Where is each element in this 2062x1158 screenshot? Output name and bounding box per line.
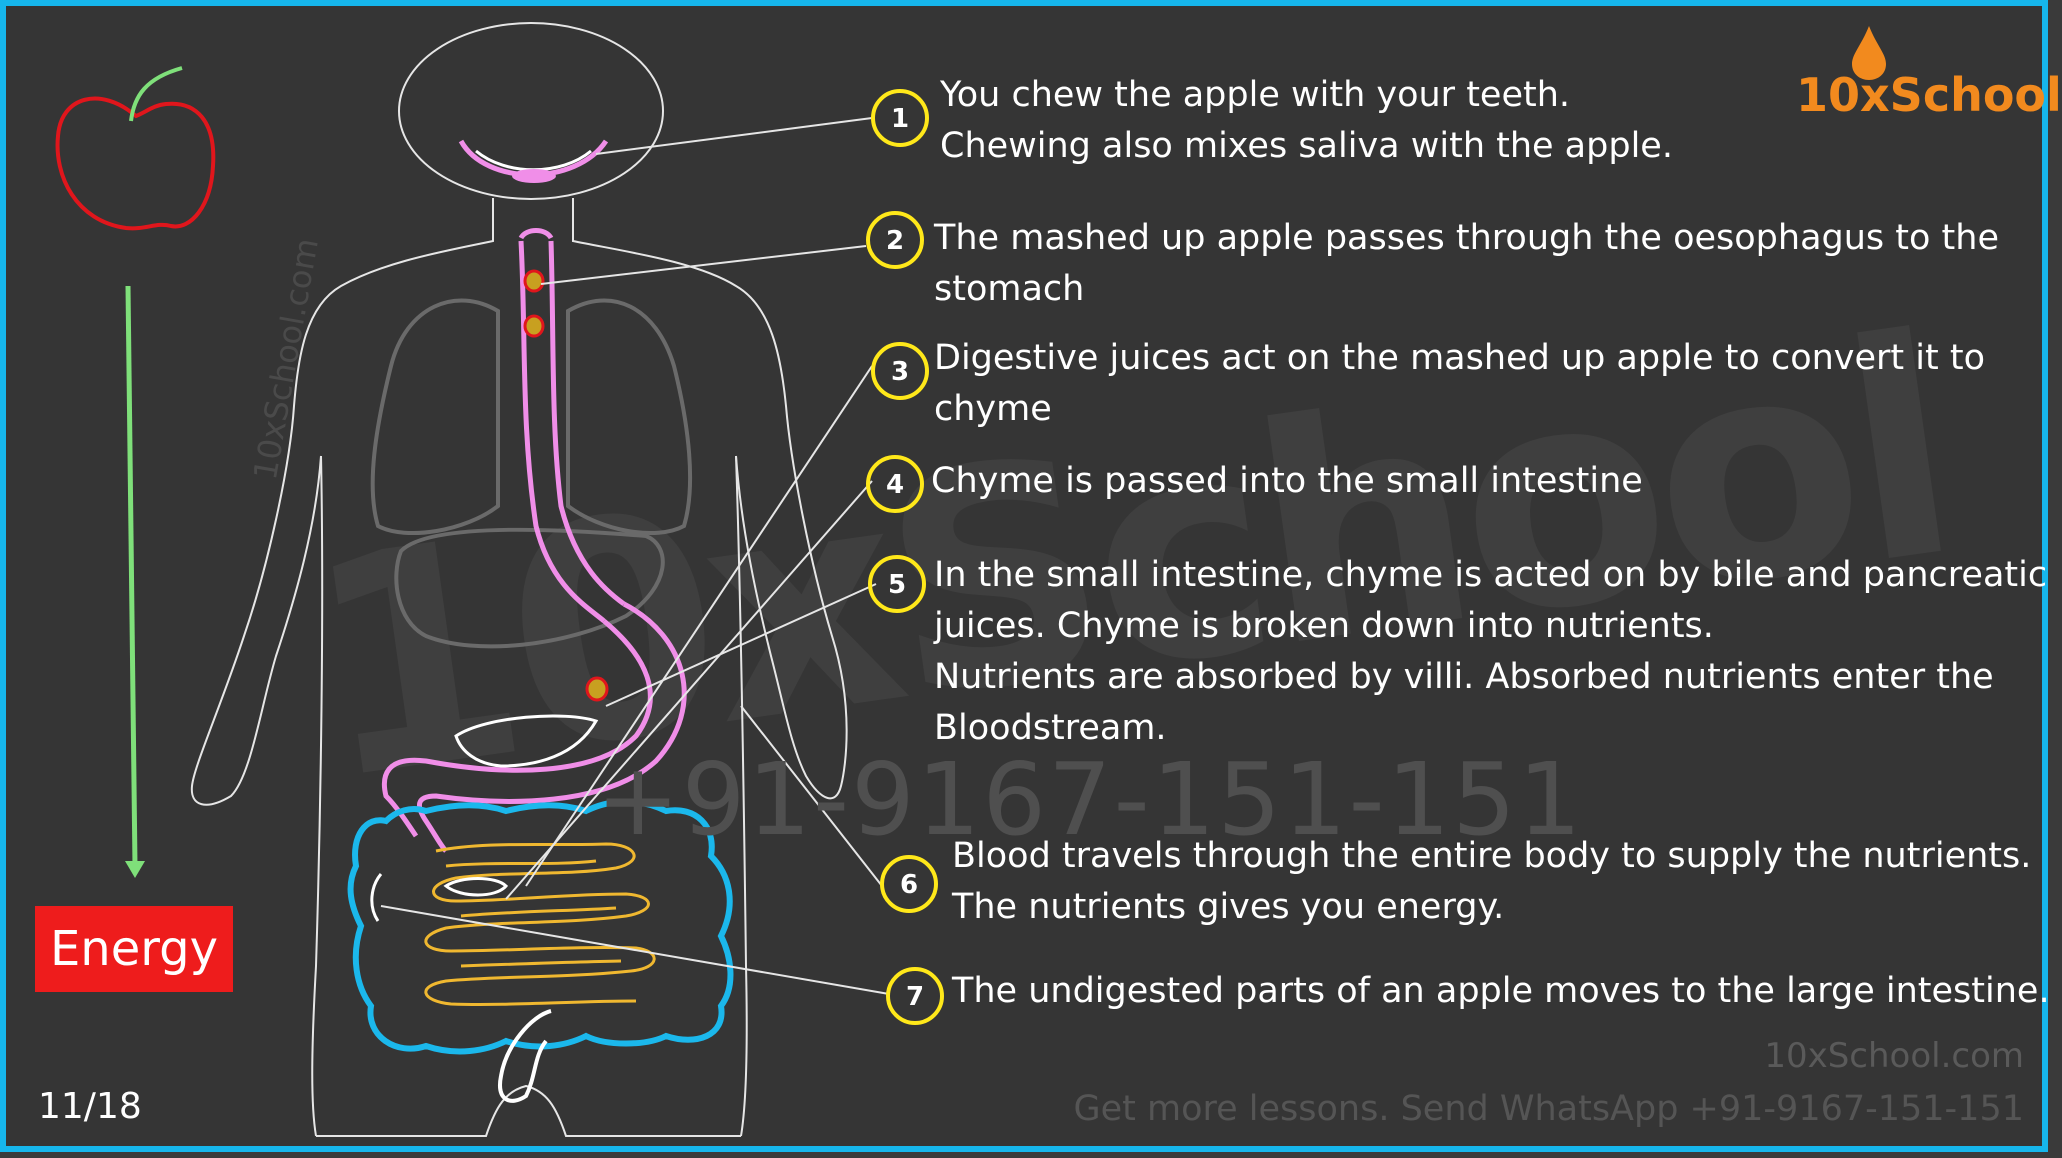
- step-5-line-4: Bloodstream.: [934, 708, 1167, 748]
- small-intestine: [424, 842, 656, 1006]
- page-indicator: 11/18: [38, 1086, 142, 1127]
- leader-lines: [380, 117, 890, 995]
- step-1-number: 1: [891, 104, 909, 134]
- footer-site: 10xSchool.com: [1764, 1036, 2024, 1076]
- step-3-text: Digestive juices act on the mashed up ap…: [934, 333, 1985, 435]
- liver: [394, 527, 665, 649]
- step-7-text: The undigested parts of an apple moves t…: [952, 966, 2050, 1017]
- step-6-line-1: Blood travels through the entire body to…: [952, 836, 2032, 876]
- step-5-line-3: Nutrients are absorbed by villi. Absorbe…: [934, 657, 1994, 697]
- step-5-text: In the small intestine, chyme is acted o…: [934, 550, 2047, 754]
- step-5-line-1: In the small intestine, chyme is acted o…: [934, 555, 2048, 595]
- oesophagus-stomach: [381, 228, 687, 853]
- step-1-line-1: You chew the apple with your teeth.: [940, 75, 1571, 115]
- step-7-number: 7: [906, 982, 924, 1012]
- rectum: [498, 1009, 552, 1103]
- step-1-line-2: Chewing also mixes saliva with the apple…: [940, 126, 1673, 166]
- step-3-line-2: chyme: [934, 389, 1052, 429]
- large-intestine: [347, 798, 734, 1055]
- step-2-number: 2: [886, 226, 904, 256]
- step-1-text: You chew the apple with your teeth. Chew…: [940, 70, 1673, 172]
- step-3-number: 3: [891, 357, 909, 387]
- body-outline: [190, 22, 848, 1137]
- step-markers: [866, 89, 944, 1025]
- lungs: [370, 298, 693, 536]
- step-4-text: Chyme is passed into the small intestine: [931, 456, 1643, 507]
- digestive-system-diagram: 1 2 3 4 5 6 7: [55, 22, 1886, 1137]
- step-6-number: 6: [900, 870, 918, 900]
- step-5-number: 5: [888, 570, 906, 600]
- down-arrow-icon: [125, 285, 145, 878]
- step-4-number: 4: [886, 470, 904, 500]
- step-marker-numbers: 1 2 3 4 5 6 7: [886, 104, 924, 1012]
- step-2-line-1: The mashed up apple passes through the o…: [934, 218, 1999, 258]
- mouth: [458, 139, 609, 183]
- step-2-line-2: stomach: [934, 269, 1085, 309]
- footer-promo: Get more lessons. Send WhatsApp +91-9167…: [1073, 1089, 2024, 1129]
- step-7-line-1: The undigested parts of an apple moves t…: [952, 971, 2050, 1011]
- stomach-pouch: [454, 714, 599, 768]
- small-intestine-entry: [443, 877, 509, 897]
- energy-label: Energy: [35, 906, 233, 992]
- apple-pieces: [523, 269, 609, 702]
- step-6-text: Blood travels through the entire body to…: [952, 831, 2031, 933]
- step-6-line-2: The nutrients gives you energy.: [952, 887, 1505, 927]
- appendix: [370, 873, 383, 922]
- step-4-line-1: Chyme is passed into the small intestine: [931, 461, 1643, 501]
- brand-logo: 10xSchool: [1796, 68, 2062, 122]
- step-3-line-1: Digestive juices act on the mashed up ap…: [934, 338, 1985, 378]
- logo-flame-icon: [1852, 26, 1886, 80]
- apple-icon: [55, 66, 216, 231]
- step-2-text: The mashed up apple passes through the o…: [934, 213, 1999, 315]
- step-5-line-2: juices. Chyme is broken down into nutrie…: [934, 606, 1714, 646]
